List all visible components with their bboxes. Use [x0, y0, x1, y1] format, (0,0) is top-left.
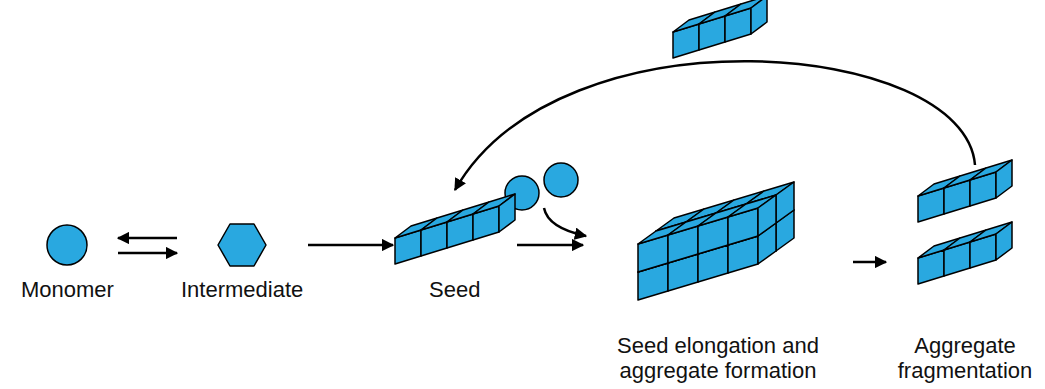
process-arrow	[455, 61, 975, 190]
cube-face	[996, 222, 1012, 260]
process-arrow	[517, 244, 583, 247]
process-arrow	[308, 244, 393, 247]
process-arrow	[118, 237, 177, 240]
cube-face	[499, 194, 515, 232]
process-arrow	[118, 252, 177, 255]
stage-node: Seed elongation and aggregate formation	[583, 180, 853, 385]
cube-face	[751, 0, 767, 34]
stage-label: Aggregate fragmentation	[890, 333, 1040, 383]
stage-label: Seed elongation and aggregate formation	[587, 333, 849, 383]
monomer-addition-arrow	[544, 208, 586, 236]
free-monomer	[544, 163, 578, 197]
stage-label: Monomer	[21, 277, 114, 302]
cube-face	[996, 160, 1012, 198]
cube-face	[776, 182, 794, 223]
monomer-circle	[47, 225, 87, 265]
process-arrow	[853, 261, 886, 264]
stage-node: Aggregate fragmentation	[886, 165, 1044, 385]
stage-label: Intermediate	[181, 277, 303, 302]
cube-group	[395, 0, 1012, 300]
stage-node: Intermediate	[177, 218, 308, 304]
cube-face	[758, 195, 776, 236]
stage-node: Monomer	[17, 220, 118, 304]
intermediate-hexagon	[218, 224, 266, 266]
stage-node: Seed	[393, 190, 517, 304]
stage-label: Seed	[429, 277, 480, 302]
